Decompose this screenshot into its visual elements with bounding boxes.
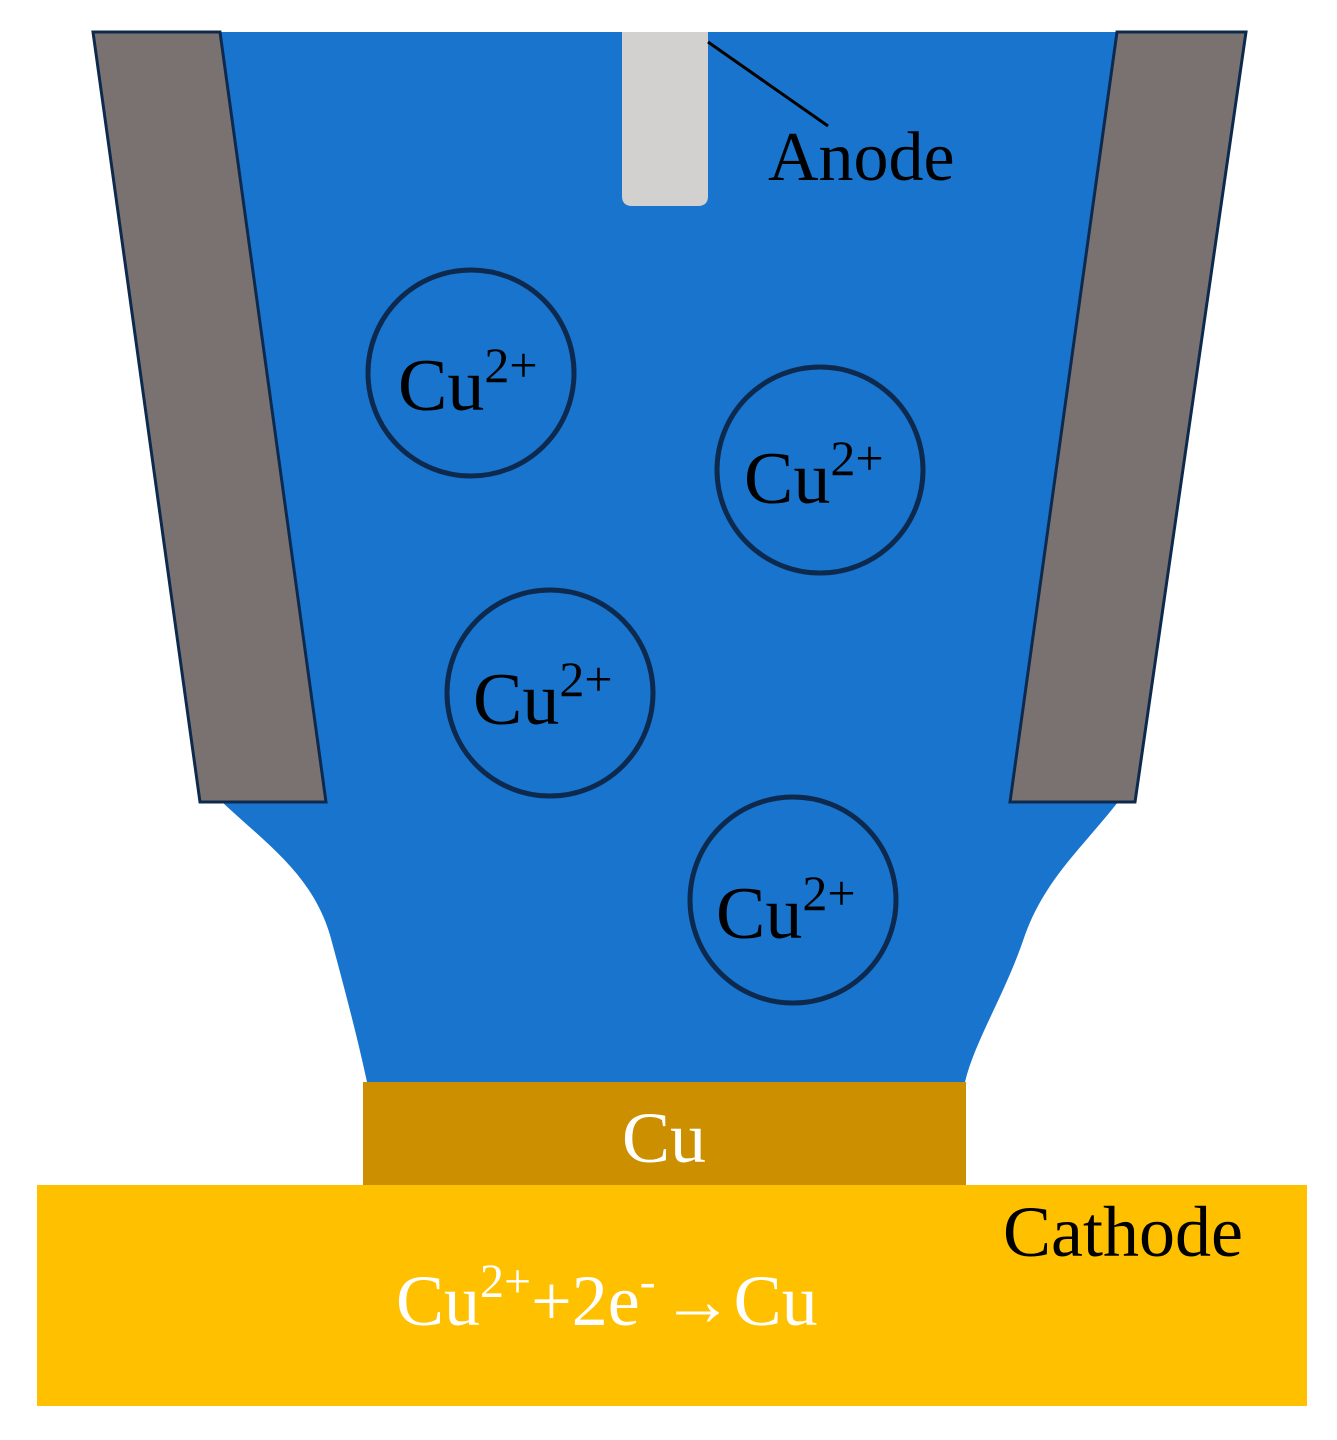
ion-1: Cu2+ — [365, 267, 577, 479]
ion-2: Cu2+ — [714, 364, 926, 576]
electrolyte — [95, 32, 1247, 1082]
cathode — [37, 1185, 1307, 1406]
anode-leader-line — [707, 40, 829, 128]
svg-text:Cu2+: Cu2+ — [716, 865, 856, 955]
ion-1-charge: 2+ — [484, 337, 537, 393]
ion-1-base: Cu — [398, 345, 484, 427]
reaction-equation: Cu2++2e-→Cu — [396, 1255, 818, 1341]
reaction-plus-two-e: +2e — [531, 1261, 640, 1341]
copper-deposit — [363, 1082, 966, 1186]
anode-label: Anode — [768, 119, 955, 196]
copper-deposit-label: Cu — [622, 1098, 706, 1178]
svg-text:Cu2+: Cu2+ — [398, 337, 538, 427]
reaction-electron-charge: - — [640, 1255, 656, 1308]
anode-rod — [622, 32, 708, 206]
ion-3-base: Cu — [473, 659, 559, 741]
ion-4-charge: 2+ — [802, 865, 855, 921]
ion-4-base: Cu — [716, 873, 802, 955]
reaction-product: Cu — [734, 1261, 818, 1341]
ion-2-charge: 2+ — [830, 430, 883, 486]
cathode-label: Cathode — [1003, 1192, 1243, 1272]
ion-2-base: Cu — [744, 438, 830, 520]
ion-3: Cu2+ — [444, 587, 656, 799]
reaction-arrow: → — [662, 1261, 734, 1341]
ion-4: Cu2+ — [687, 794, 899, 1006]
reaction-ion-charge: 2+ — [480, 1255, 531, 1308]
svg-text:Cu2+: Cu2+ — [473, 651, 613, 741]
reaction-ion-base: Cu — [396, 1261, 480, 1341]
nozzle-wall-left — [91, 30, 328, 804]
svg-text:Cu2+: Cu2+ — [744, 430, 884, 520]
nozzle-wall-right — [1008, 30, 1248, 804]
ion-3-charge: 2+ — [559, 651, 612, 707]
